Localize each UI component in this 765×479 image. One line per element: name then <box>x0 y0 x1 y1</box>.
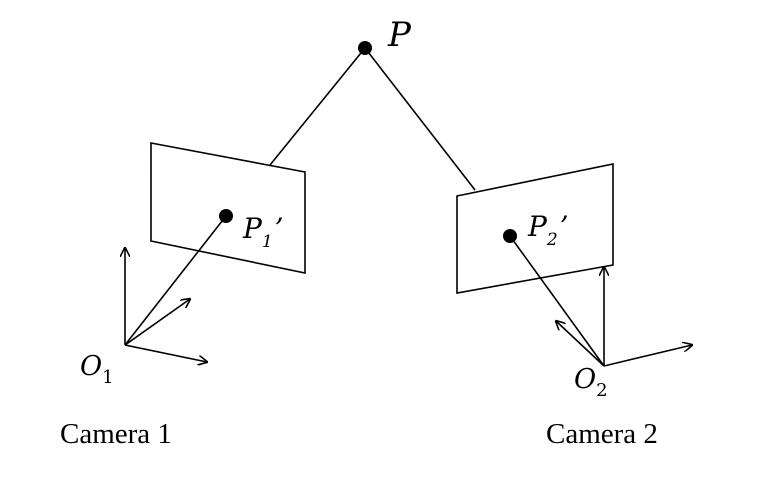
image-point-2-label: P2’ <box>527 210 569 250</box>
origin-2-sub: 2 <box>596 380 607 401</box>
camera-1-z-axis-arrow <box>124 299 190 346</box>
image-point-1-sub: 1 <box>262 232 273 252</box>
origin-1-label: O1 <box>80 351 114 388</box>
origin-1-base: O <box>80 351 102 382</box>
camera-2-ray-to-image-point <box>509 235 605 367</box>
camera-2-caption: Camera 2 <box>546 418 658 450</box>
image-point-1-prime: ’ <box>275 212 284 245</box>
camera-1-frame <box>124 215 227 362</box>
camera-1-x-axis-arrow <box>124 344 207 362</box>
world-point-p <box>358 41 372 55</box>
camera-2-z-axis-arrow <box>556 321 605 367</box>
world-point-label: P <box>387 15 412 55</box>
ray-p-to-left-plane <box>269 47 366 166</box>
camera-1-ray-to-image-point <box>124 215 227 346</box>
camera-1-caption: Camera 1 <box>60 418 172 450</box>
origin-2-label: O2 <box>574 364 608 401</box>
image-plane-1 <box>150 142 306 274</box>
image-point-2-sub: 2 <box>546 230 558 250</box>
ray-p-to-right-plane <box>364 47 476 191</box>
origin-1-sub: 1 <box>102 367 113 388</box>
image-point-2-base: P <box>527 210 548 243</box>
image-plane-2 <box>456 163 614 294</box>
image-point-2-prime: ’ <box>560 210 569 243</box>
image-point-1-base: P <box>242 212 263 245</box>
origin-2-base: O <box>574 364 596 395</box>
camera-2-x-axis-arrow <box>603 345 692 367</box>
camera-2-frame <box>509 235 692 367</box>
image-point-1-label: P1’ <box>242 212 284 252</box>
